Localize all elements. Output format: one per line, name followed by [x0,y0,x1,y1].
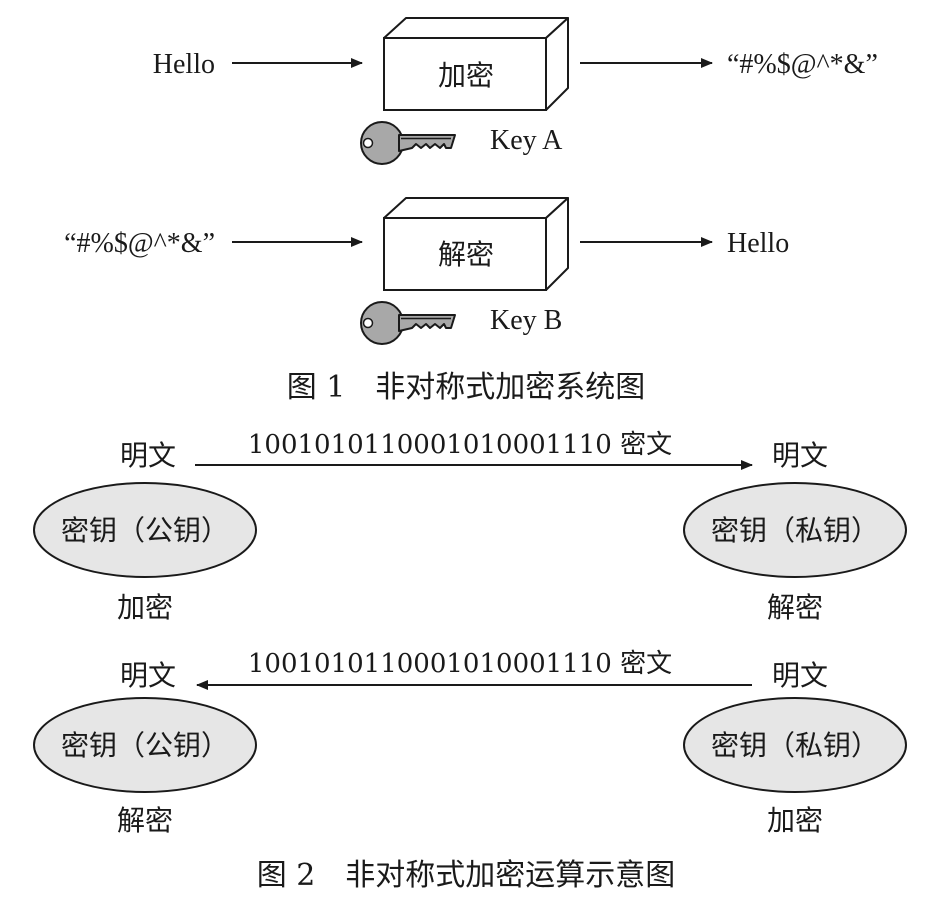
public-key-label: 密钥（公钥） [61,514,229,547]
arrow-ciphertext-label: 1001010110001010001110 密文 [248,649,672,679]
encrypt-flow: 1001010110001010001110 密文 明文 明文 密钥（公钥） 密… [33,430,907,624]
encrypt-box-label: 加密 [438,59,494,92]
decrypt-box-label: 解密 [438,238,494,271]
key-b-label: Key B [490,305,562,336]
decrypt-box [383,197,569,291]
left-operation-label: 解密 [117,804,173,837]
public-key-label: 密钥（公钥） [61,729,229,762]
key-b-icon [360,301,456,345]
right-plaintext-label: 明文 [772,439,828,472]
key-a-label: Key A [490,125,563,156]
decrypt-flow: 1001010110001010001110 密文 明文 明文 密钥（公钥） 密… [33,649,907,837]
plaintext-input-label: Hello [153,49,215,80]
decrypt-row: “#%$@^*&” 解密 Hello Key B [64,197,789,345]
right-operation-label: 解密 [767,591,823,624]
private-key-ellipse [683,697,907,793]
private-key-label: 密钥（私钥） [711,729,879,762]
private-key-label: 密钥（私钥） [711,514,879,547]
right-operation-label: 加密 [767,804,823,837]
public-key-ellipse [33,482,257,578]
left-plaintext-label: 明文 [120,439,176,472]
left-operation-label: 加密 [117,591,173,624]
encrypt-row: Hello 加密 “#%$@^*&” Key A [153,17,878,165]
encrypt-box [383,17,569,111]
figure-1-caption: 图 1 非对称式加密系统图 [287,370,646,405]
arrow-ciphertext-label: 1001010110001010001110 密文 [248,430,672,460]
ciphertext-input-label: “#%$@^*&” [64,228,215,259]
left-plaintext-label: 明文 [120,659,176,692]
ciphertext-output-label: “#%$@^*&” [727,49,878,80]
figure-2: 1001010110001010001110 密文 明文 明文 密钥（公钥） 密… [33,430,907,893]
private-key-ellipse [683,482,907,578]
key-a-icon [360,121,456,165]
figure-1: Hello 加密 “#%$@^*&” Key A “#%$@^*&” [64,17,878,405]
plaintext-output-label: Hello [727,228,789,259]
public-key-ellipse [33,697,257,793]
figure-2-caption: 图 2 非对称式加密运算示意图 [257,858,676,893]
right-plaintext-label: 明文 [772,659,828,692]
